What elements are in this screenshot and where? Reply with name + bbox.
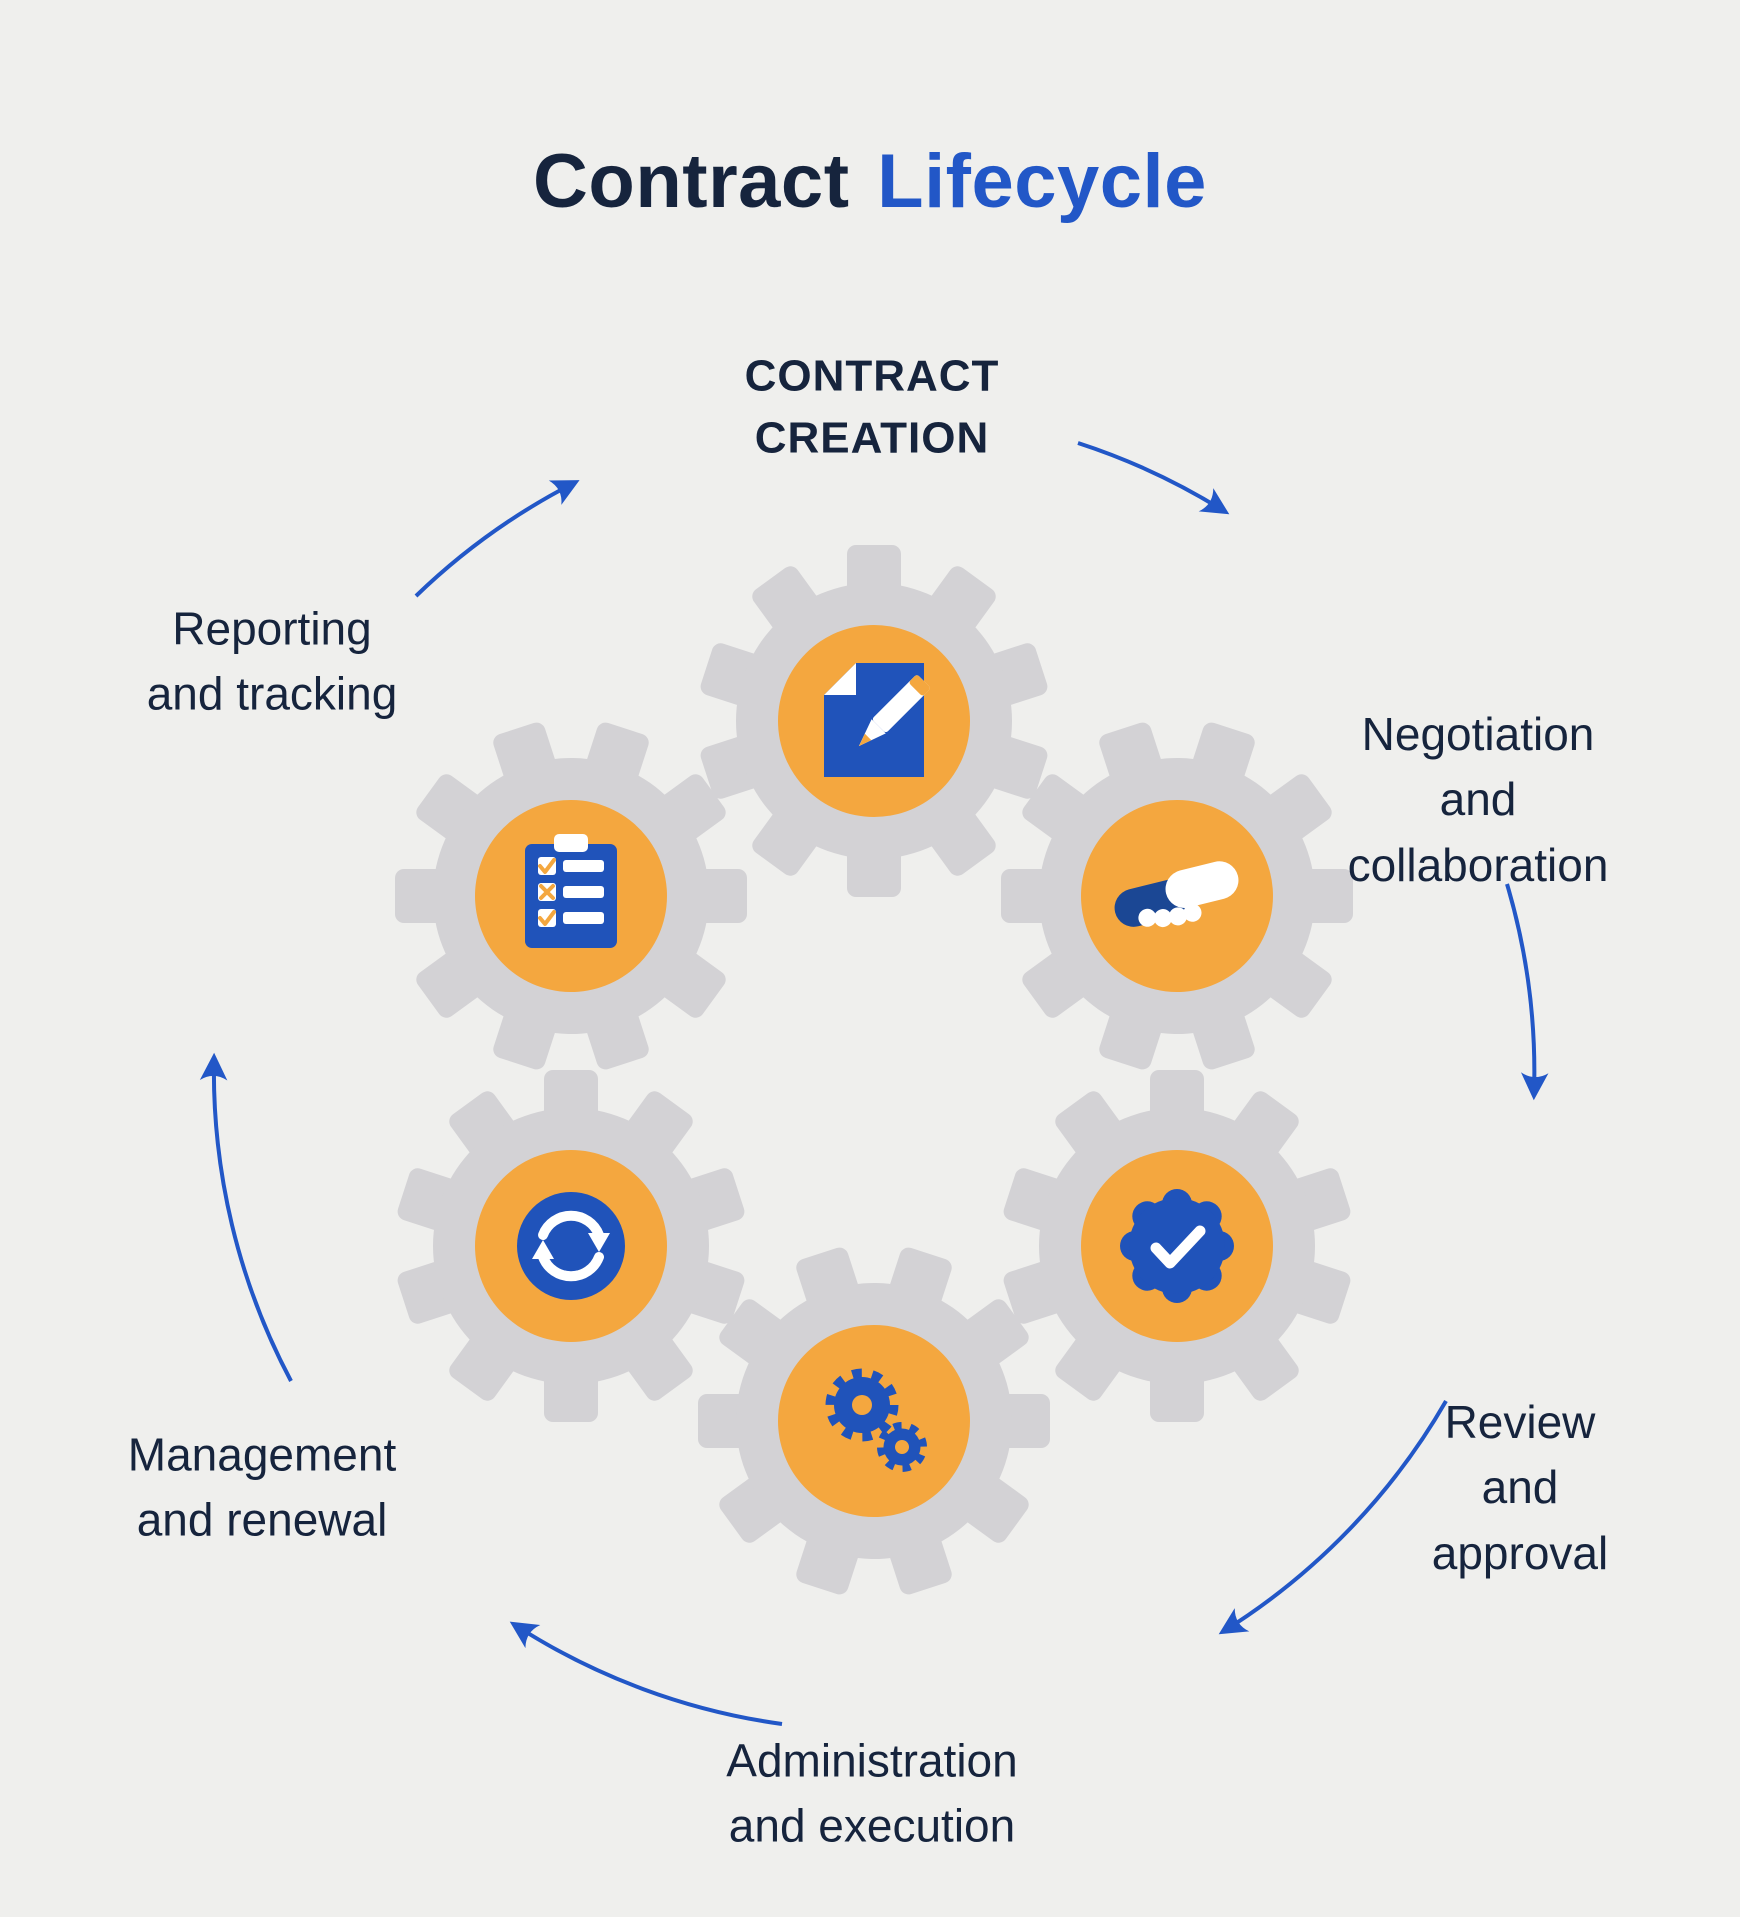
check-badge-icon — [1120, 1189, 1234, 1303]
title-dark: Contract — [533, 139, 850, 224]
gear-contract-creation — [698, 545, 1050, 897]
stage-label-negotiation-collaboration: Negotiation and collaboration — [1347, 708, 1609, 891]
page-title: Contract Lifecycle — [0, 138, 1740, 225]
cycle-arrow-5 — [199, 1052, 293, 1382]
document-pencil-icon — [824, 663, 930, 777]
stage-label-reporting-tracking: Reporting and tracking — [146, 602, 398, 720]
cycle-arrows — [199, 441, 1549, 1726]
cycle-arrow-6 — [414, 480, 580, 598]
cogs-icon — [825, 1368, 927, 1472]
stage-label-review-approval: Review and approval — [1431, 1396, 1609, 1579]
cycle-arrow-2 — [1505, 883, 1549, 1101]
handshake-icon — [1114, 861, 1239, 928]
cycle-arrows-icon — [517, 1192, 625, 1300]
stage-label-management-renewal: Management and renewal — [127, 1428, 397, 1546]
gear-reporting-tracking — [349, 674, 793, 1118]
gear-administration-execution — [652, 1199, 1096, 1643]
stage-label-contract-creation: CONTRACT CREATION — [744, 351, 1000, 463]
checklist-clipboard-icon — [525, 834, 617, 948]
stage-label-administration-execution: Administration and execution — [726, 1734, 1018, 1852]
gear-review-approval — [1001, 1070, 1353, 1422]
cycle-arrow-3 — [1218, 1400, 1448, 1635]
cycle-arrow-1 — [1077, 441, 1230, 515]
title-accent: Lifecycle — [877, 139, 1207, 224]
gear-management-renewal — [395, 1070, 747, 1422]
cycle-arrow-4 — [509, 1621, 783, 1726]
gear-negotiation-collaboration — [955, 674, 1399, 1118]
